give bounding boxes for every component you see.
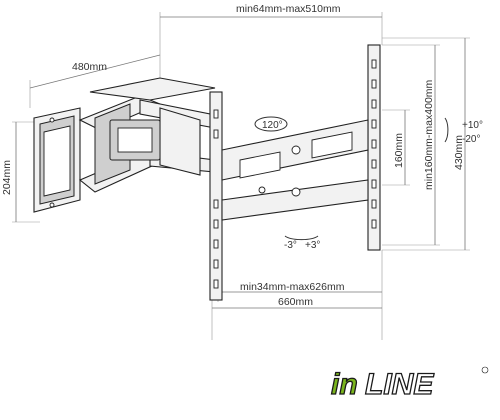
logo-text-line: LINE bbox=[365, 368, 434, 401]
rotation-indicators bbox=[254, 116, 449, 241]
dimension-lines bbox=[12, 12, 470, 340]
overall-width-label: 660mm bbox=[278, 296, 313, 308]
tv-bracket bbox=[209, 44, 381, 301]
plate-height-label: 160mm bbox=[393, 133, 405, 168]
vesa-horizontal-label: min34mm-max626mm bbox=[240, 281, 345, 293]
top-width-label: min64mm-max510mm bbox=[236, 3, 341, 15]
vesa-vertical-label: min160mm-max400mm bbox=[423, 79, 435, 190]
height-left-label: 204mm bbox=[1, 160, 13, 195]
wall-plate bbox=[33, 107, 81, 213]
tilt-down-label: -20° bbox=[462, 134, 480, 145]
depth-label: 480mm bbox=[72, 61, 107, 73]
rotate-left-label: -3° bbox=[284, 240, 297, 251]
articulating-arms bbox=[78, 77, 216, 193]
brand-logo: in LINE bbox=[325, 360, 490, 402]
swivel-angle-label: 120° bbox=[262, 120, 283, 131]
logo-text-in: in bbox=[331, 368, 358, 401]
dimension-labels: min64mm-max510mm 480mm 204mm 160mm min16… bbox=[1, 3, 483, 308]
tilt-up-label: +10° bbox=[462, 120, 483, 131]
rotate-right-label: +3° bbox=[305, 240, 320, 251]
overall-height-label: 430mm bbox=[453, 135, 465, 170]
